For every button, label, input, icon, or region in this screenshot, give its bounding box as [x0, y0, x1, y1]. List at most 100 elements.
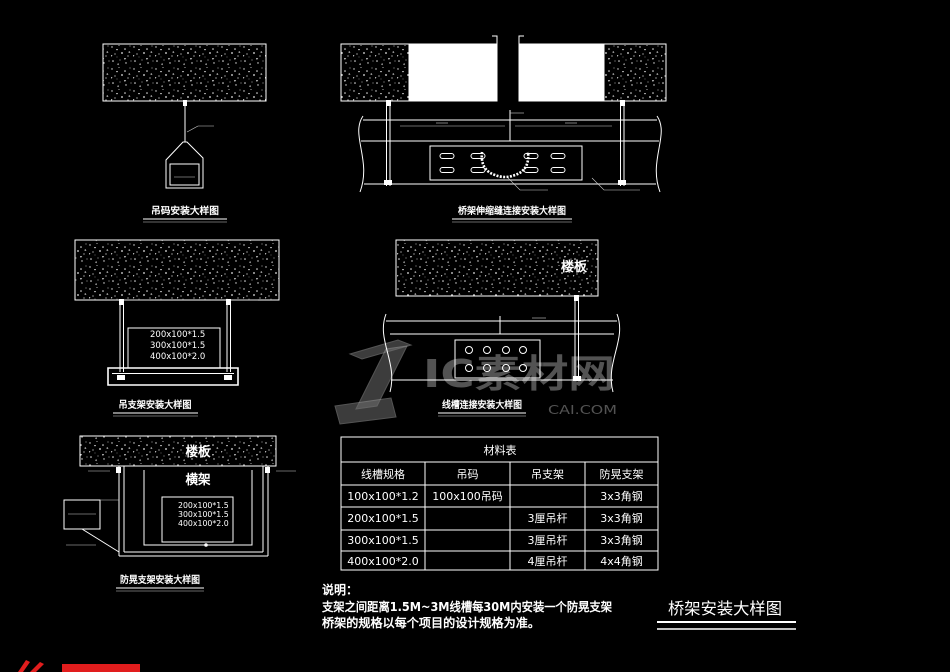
annotation-leader: [591, 177, 640, 191]
anchor-bolt: [620, 100, 625, 106]
detail-tray-connection: 楼板 线槽连接安装大样图: [382, 239, 621, 417]
notes: 说明： 支架之间距离1.5M~3M线槽每30M内安装一个防晃支架 桥架的规格以每…: [321, 582, 612, 630]
table-cell: 100x100*1.2: [347, 490, 419, 503]
slot-hole: [550, 153, 566, 159]
beam-section: [408, 43, 498, 102]
table-cell: 200x100*1.5: [347, 512, 419, 525]
notes-line: 桥架的规格以每个项目的设计规格为准。: [322, 615, 540, 630]
detail-expansion-joint: 桥架伸缩缝连接安装大样图: [340, 35, 667, 223]
tray-spec: 200x100*1.5: [150, 330, 205, 340]
detail-label: 防晃支架安装大样图: [120, 574, 200, 586]
bolt-hole: [483, 364, 491, 372]
nut: [618, 180, 626, 185]
detail-sway-bracket: 楼板 横架 200x100*1.5 300x100*1.5 400x100*2.…: [63, 435, 296, 592]
notes-heading: 说明：: [322, 582, 358, 597]
concrete-slab: [79, 435, 277, 467]
table-cell: 3x3角钢: [600, 490, 643, 503]
table-cell: 3厘吊杆: [528, 533, 568, 547]
detail-label: 吊支架安装大样图: [119, 399, 192, 411]
anchor-bolt: [265, 467, 270, 473]
bolt-hole: [519, 346, 527, 354]
concrete-slab: [74, 239, 280, 301]
table-title: 材料表: [484, 443, 517, 457]
fastener: [204, 543, 208, 547]
table-border: [340, 436, 659, 571]
nut: [573, 376, 581, 381]
tray-spec: 300x100*1.5: [178, 510, 229, 519]
bolt-hole: [502, 346, 510, 354]
drawing-title-block: 桥架安装大样图: [657, 599, 796, 630]
watermark-logo-flag: [348, 339, 413, 360]
hanger-bracket: [165, 141, 204, 189]
connector-plate: [454, 339, 541, 379]
slab-label: 楼板: [186, 444, 212, 460]
slab-label: 楼板: [561, 259, 588, 275]
concrete-slab: [340, 43, 410, 102]
beam-label: 横架: [186, 472, 211, 488]
connector-plate: [429, 145, 583, 181]
concrete-slab: [603, 43, 667, 102]
detail-label: 线槽连接安装大样图: [442, 399, 522, 411]
slot-hole: [523, 153, 539, 159]
materials-table: 材料表 线槽规格 吊码 吊支架 防晃支架 100x100*1.2 100x100…: [340, 436, 659, 571]
concrete-slab: [395, 239, 599, 297]
concrete-slab: [102, 43, 267, 102]
detail-hanging-bracket: 200x100*1.5 300x100*1.5 400x100*2.0 吊支架安…: [74, 239, 280, 417]
table-cell: 3x3角钢: [600, 512, 643, 525]
bonding-jumper: [480, 151, 530, 179]
detail-hanger: 吊码安装大样图: [102, 43, 267, 223]
annotation-leader: [507, 177, 548, 191]
bolt-hole: [465, 346, 473, 354]
red-corner-marks: [18, 660, 140, 672]
watermark-logo-base: [334, 397, 397, 425]
slot-hole: [550, 167, 566, 173]
nut: [117, 375, 125, 380]
table-cell: 100x100吊码: [432, 490, 503, 503]
break-line: [382, 313, 393, 393]
tray-spec: 400x100*2.0: [150, 352, 205, 362]
anchor-bolt: [116, 467, 121, 473]
tray-spec: 200x100*1.5: [178, 501, 229, 510]
tray-support: [143, 470, 253, 546]
table-header: 吊码: [457, 468, 479, 481]
annotation-leader: [186, 125, 214, 133]
red-mark: [18, 660, 30, 672]
tray-spec: 400x100*2.0: [178, 519, 229, 528]
table-cell: 4厘吊杆: [528, 554, 568, 568]
anchor-bolt: [574, 295, 579, 301]
slot-hole: [470, 153, 486, 159]
notes-line: 支架之间距离1.5M~3M线槽每30M内安装一个防晃支架: [321, 599, 612, 614]
break-line: [655, 115, 662, 193]
expansion-gap-edge: [518, 35, 524, 101]
nut: [384, 180, 392, 185]
bolt-hole: [519, 364, 527, 372]
anchor-bolt: [386, 100, 391, 106]
table-header: 吊支架: [531, 468, 564, 481]
anchor-bolt: [119, 299, 124, 305]
break-line: [358, 115, 365, 193]
anchor-bolt: [226, 299, 231, 305]
slot-hole: [439, 167, 455, 173]
detail-label: 桥架伸缩缝连接安装大样图: [458, 205, 566, 217]
table-cell: 3厘吊杆: [528, 511, 568, 525]
cross-arm: [107, 367, 239, 386]
red-bar: [62, 664, 140, 672]
watermark-domain: CAI.COM: [548, 403, 617, 417]
cable-tray-section: [161, 496, 234, 543]
break-line: [610, 313, 621, 393]
table-cell: 300x100*1.5: [347, 534, 419, 547]
detail-label: 吊码安装大样图: [151, 205, 219, 217]
nut: [224, 375, 232, 380]
table-header: 线槽规格: [361, 467, 405, 481]
table-cell: 400x100*2.0: [347, 555, 419, 568]
bolt-hole: [465, 364, 473, 372]
bolt-hole: [502, 364, 510, 372]
sway-brace: [81, 528, 120, 553]
red-mark: [30, 662, 44, 672]
watermark-brand: IC素材网: [423, 352, 615, 396]
drawing-title: 桥架安装大样图: [668, 599, 782, 618]
table-cell: 3x3角钢: [600, 534, 643, 547]
table-header: 防晃支架: [600, 467, 644, 481]
